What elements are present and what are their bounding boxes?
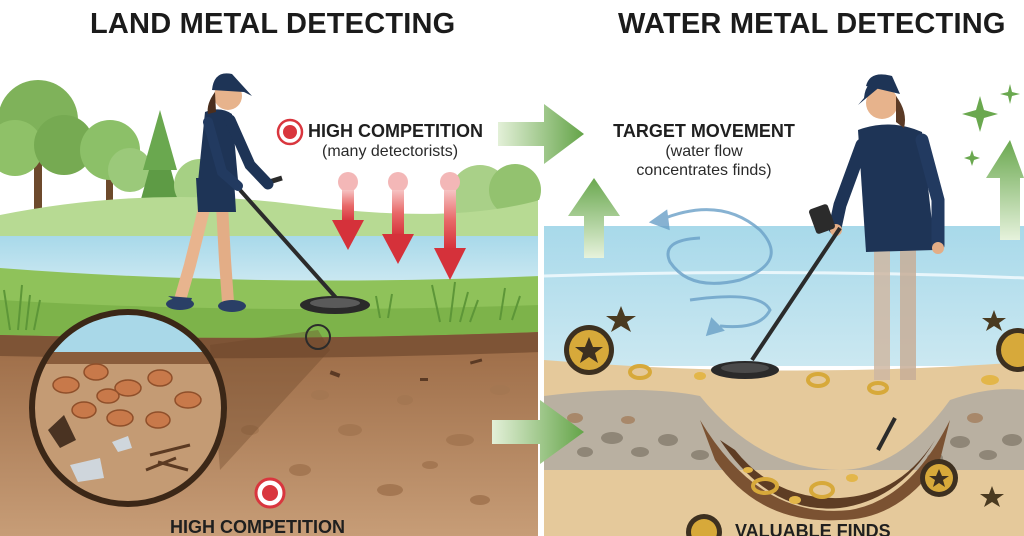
sparkle-icon <box>962 84 1020 166</box>
water-detectorist <box>711 74 945 380</box>
target-movement-detail-line2: concentrates finds) <box>636 162 772 179</box>
gold-nuggets <box>694 372 999 504</box>
red-down-arrow <box>332 172 364 250</box>
target-movement-heading: TARGET MOVEMENT <box>613 121 795 141</box>
coin-icon <box>564 325 614 375</box>
target-icon <box>276 118 304 146</box>
coin-icon <box>996 328 1024 372</box>
green-right-arrow <box>498 104 584 164</box>
target-icon <box>254 477 286 509</box>
soil-pebbles <box>241 385 510 505</box>
trowel <box>876 417 897 451</box>
competition-arrows <box>332 172 466 280</box>
high-competition-heading: HIGH COMPETITION <box>308 121 483 141</box>
red-down-arrow <box>382 172 414 264</box>
coin-icon <box>686 514 722 536</box>
metal-detector-icon <box>238 175 370 314</box>
magnifier-lens-icon <box>29 309 227 507</box>
valuable-finds-label: VALUABLE FINDS <box>735 521 891 536</box>
coin-icon <box>920 459 958 497</box>
green-up-arrow <box>568 178 620 258</box>
star-icon <box>606 306 1006 507</box>
land-panel <box>0 73 541 536</box>
panel-divider <box>538 200 544 536</box>
water-flow-swirl <box>648 208 773 337</box>
land-title: LAND METAL DETECTING <box>90 8 456 40</box>
water-panel <box>543 74 1024 536</box>
green-right-arrow <box>492 400 584 464</box>
target-movement-label: TARGET MOVEMENT (water flow concentrates… <box>604 121 804 180</box>
coin-icon <box>52 363 202 429</box>
high-competition-detail: (many detectorists) <box>322 143 459 160</box>
soil-fragments <box>329 358 483 381</box>
grass-tufts <box>3 281 521 331</box>
green-up-arrow <box>986 140 1024 240</box>
high-competition-label: HIGH COMPETITION (many detectorists) <box>308 121 483 161</box>
zoom-target-circle <box>305 324 331 350</box>
land-detectorist <box>166 73 370 314</box>
water-title: WATER METAL DETECTING <box>618 8 1006 40</box>
target-movement-detail-line1: (water flow <box>665 143 743 160</box>
red-down-arrow <box>434 172 466 280</box>
high-competition-bottom-label: HIGH COMPETITION <box>170 517 345 536</box>
metal-detector-icon <box>711 204 842 379</box>
ring-icon <box>628 364 889 499</box>
